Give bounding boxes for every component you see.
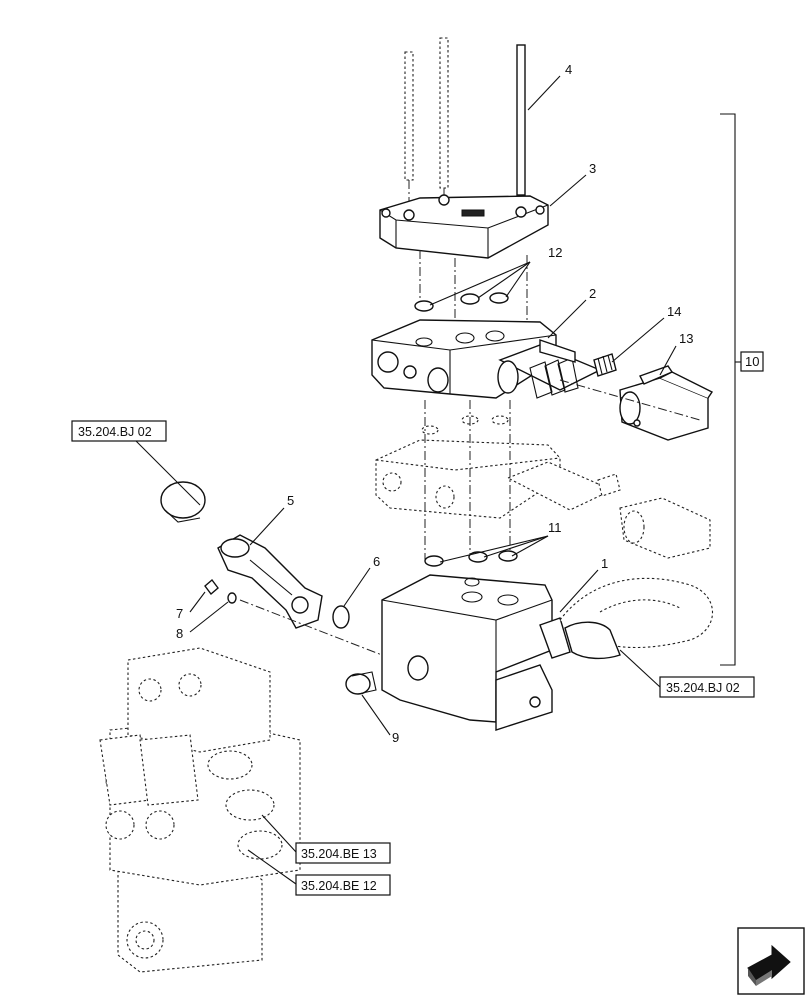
svg-text:35.204.BE 13: 35.204.BE 13 [301, 847, 377, 861]
ref-be13[interactable]: 35.204.BE 13 [295, 842, 391, 864]
callout-3: 3 [589, 161, 596, 176]
ghost-valve-stack [99, 647, 301, 973]
ref-bj02-top[interactable]: 35.204.BJ 02 [71, 420, 167, 442]
callout-14: 14 [667, 304, 681, 319]
leader-lines [129, 75, 677, 885]
part-12-orings [414, 292, 509, 312]
callout-12: 12 [548, 245, 562, 260]
callout-2: 2 [589, 286, 596, 301]
svg-text:35.204.BE 12: 35.204.BE 12 [301, 879, 377, 893]
bracket-10 [720, 113, 736, 666]
part-5-lever [217, 534, 323, 629]
callout-7: 7 [176, 606, 183, 621]
part-4-studs [404, 37, 526, 215]
part-1-inlet-block [381, 574, 714, 731]
next-arrow-icon[interactable] [737, 927, 805, 995]
part-11-orings [424, 550, 518, 567]
part-7-8-bolt [204, 578, 237, 604]
ref-bj02-right[interactable]: 35.204.BJ 02 [659, 676, 755, 698]
part-9-plug [345, 671, 377, 695]
part-6-oring [332, 605, 350, 629]
callout-5: 5 [287, 493, 294, 508]
callout-10: 10 [745, 354, 759, 369]
callout-8: 8 [176, 626, 183, 641]
svg-text:35.204.BJ 02: 35.204.BJ 02 [666, 681, 740, 695]
callout-4: 4 [565, 62, 572, 77]
callout-1: 1 [601, 556, 608, 571]
cap-part [160, 481, 206, 523]
callout-10-box [740, 351, 764, 372]
ghost-valve-section [375, 415, 711, 559]
callout-6: 6 [373, 554, 380, 569]
svg-text:35.204.BJ 02: 35.204.BJ 02 [78, 425, 152, 439]
callout-13: 13 [679, 331, 693, 346]
ref-be12[interactable]: 35.204.BE 12 [295, 874, 391, 896]
callout-11: 11 [548, 520, 562, 535]
part-2-valve-section [371, 319, 714, 441]
part-3-cover [379, 194, 549, 259]
callout-9: 9 [392, 730, 399, 745]
